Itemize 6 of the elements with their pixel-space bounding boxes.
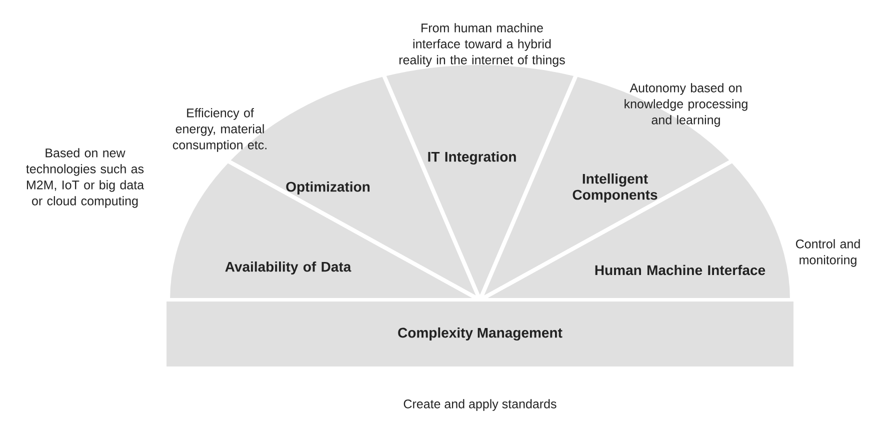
annotation-text: Autonomy based on knowledge processing and learning: [624, 83, 748, 127]
annotation-text: Create and apply standards: [404, 399, 556, 411]
annotation-text: Based on new technologies such as M2M, IoT or big data or cloud computing: [26, 148, 144, 208]
annotation-text: Efficiency of energy, material consumption etc.: [172, 108, 266, 152]
annotation-text: Control and monitoring: [796, 239, 860, 267]
base-band: Complexity Management: [164, 298, 796, 370]
